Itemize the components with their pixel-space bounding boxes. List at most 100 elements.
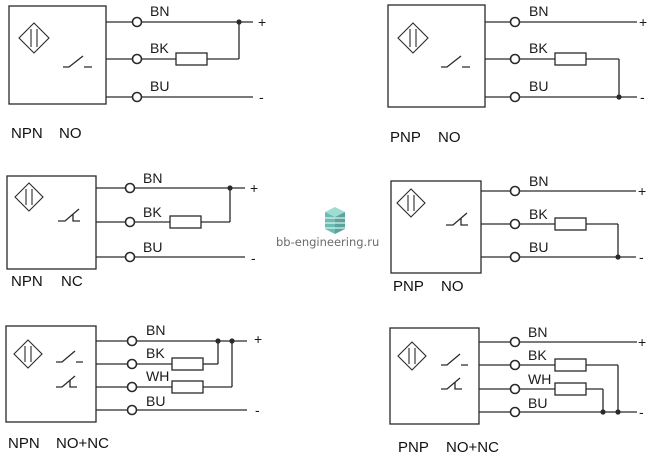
terminal-bn xyxy=(509,185,521,197)
plus-sign: + xyxy=(258,14,266,30)
wire-label-bn: BN xyxy=(146,322,165,338)
sensor-housing xyxy=(5,325,97,423)
wire-label-bk: BK xyxy=(150,40,169,56)
terminal-bu xyxy=(509,406,521,418)
caption-type: NPN xyxy=(11,125,43,142)
wire-label-bu: BU xyxy=(529,78,548,94)
wire-label-bu: BU xyxy=(143,239,162,255)
wire-label-bk: BK xyxy=(529,206,548,222)
load-resistor xyxy=(554,217,587,231)
watermark: bb-engineering.ru xyxy=(276,207,379,249)
caption-contact: NC xyxy=(61,273,83,290)
diagram-npn-nc: BN BK BU + - NPN NC xyxy=(6,170,258,290)
load-resistor-wh xyxy=(554,382,587,396)
wire-label-bn: BN xyxy=(150,3,169,19)
plus-sign: + xyxy=(250,180,258,196)
terminal-bk xyxy=(509,218,521,230)
wire-label-bu: BU xyxy=(146,393,165,409)
caption-contact: NO+NC xyxy=(56,435,109,452)
terminal-bu xyxy=(509,251,521,263)
wire-label-bn: BN xyxy=(529,3,548,19)
plus-sign: + xyxy=(638,334,646,350)
terminal-bn xyxy=(124,182,136,194)
caption-type: PNP xyxy=(398,439,429,456)
switch-nc-icon xyxy=(446,212,468,226)
wire-label-bk: BK xyxy=(146,345,165,361)
terminal-bu xyxy=(509,91,521,103)
terminal-bn xyxy=(509,336,521,348)
wire-label-wh: WH xyxy=(528,371,551,387)
watermark-text: bb-engineering.ru xyxy=(276,235,379,249)
minus-sign: - xyxy=(251,250,256,266)
plus-sign: + xyxy=(254,331,262,347)
terminal-bu xyxy=(124,251,136,263)
terminal-wh xyxy=(509,383,521,395)
wire-label-bu: BU xyxy=(150,78,169,94)
terminal-bk xyxy=(124,216,136,228)
diagram-npn-no: BN BK BU + - NPN NO xyxy=(8,3,266,142)
minus-sign: - xyxy=(259,89,264,105)
proximity-sensor-icon xyxy=(13,339,43,369)
sensor-housing xyxy=(387,4,486,108)
proximity-sensor-icon xyxy=(397,341,427,371)
caption-type: NPN xyxy=(8,435,40,452)
wire-label-wh: WH xyxy=(146,368,169,384)
sensor-housing xyxy=(390,180,482,274)
switch-no-icon xyxy=(441,353,468,366)
sensor-housing xyxy=(8,5,107,105)
proximity-sensor-icon xyxy=(397,22,429,54)
wire-label-bk: BK xyxy=(143,204,162,220)
proximity-sensor-icon xyxy=(14,182,44,212)
switch-no-icon xyxy=(63,55,92,68)
switch-no-icon xyxy=(441,55,470,68)
minus-sign: - xyxy=(639,404,644,420)
caption-type: PNP xyxy=(390,129,421,146)
switch-nc-icon xyxy=(56,375,77,388)
switch-no-icon xyxy=(56,350,83,363)
caption-contact: NO+NC xyxy=(446,439,499,456)
minus-sign: - xyxy=(639,249,644,265)
wire-label-bu: BU xyxy=(529,239,548,255)
wire-label-bn: BN xyxy=(143,170,162,186)
load-resistor xyxy=(169,215,202,229)
sensor-housing xyxy=(6,175,97,270)
wire-label-bn: BN xyxy=(528,324,547,340)
terminal-bu xyxy=(131,91,143,103)
load-resistor-bk xyxy=(554,358,587,372)
wire-label-bk: BK xyxy=(528,347,547,363)
minus-sign: - xyxy=(255,402,260,418)
terminal-bu xyxy=(126,404,138,416)
terminal-bk xyxy=(509,53,521,65)
caption-contact: NO xyxy=(59,125,82,142)
proximity-sensor-icon xyxy=(18,22,50,54)
sensor-housing xyxy=(389,327,480,425)
wire-label-bu: BU xyxy=(528,395,547,411)
caption-contact: NO xyxy=(438,129,461,146)
terminal-bk xyxy=(509,359,521,371)
terminal-bk xyxy=(131,53,143,65)
diagram-pnp-no-nc: BN BK WH BU + - PNP NO+NC xyxy=(389,324,646,456)
plus-sign: + xyxy=(638,183,646,199)
wire-label-bn: BN xyxy=(529,173,548,189)
terminal-bn xyxy=(126,335,138,347)
switch-nc-icon xyxy=(58,208,80,222)
wire-label-bk: BK xyxy=(529,40,548,56)
plus-sign: + xyxy=(639,14,647,30)
caption-type: PNP xyxy=(393,278,424,295)
diagram-npn-no-nc: BN BK WH BU + - NPN NO+NC xyxy=(5,322,262,452)
load-resistor-wh xyxy=(171,380,204,394)
load-resistor-bk xyxy=(171,357,204,371)
caption-contact: NO xyxy=(441,278,464,295)
caption-type: NPN xyxy=(11,273,43,290)
diagram-pnp-no-top: BN BK BU + - PNP NO xyxy=(387,3,647,146)
terminal-wh xyxy=(126,381,138,393)
terminal-bn xyxy=(509,16,521,28)
minus-sign: - xyxy=(640,89,645,105)
load-resistor xyxy=(175,52,208,66)
terminal-bn xyxy=(131,16,143,28)
stacked-cube-logo-icon xyxy=(325,207,345,234)
proximity-sensor-icon xyxy=(396,188,426,218)
load-resistor xyxy=(554,52,587,66)
diagram-pnp-no-middle: BN BK BU + - PNP NO xyxy=(390,173,646,295)
